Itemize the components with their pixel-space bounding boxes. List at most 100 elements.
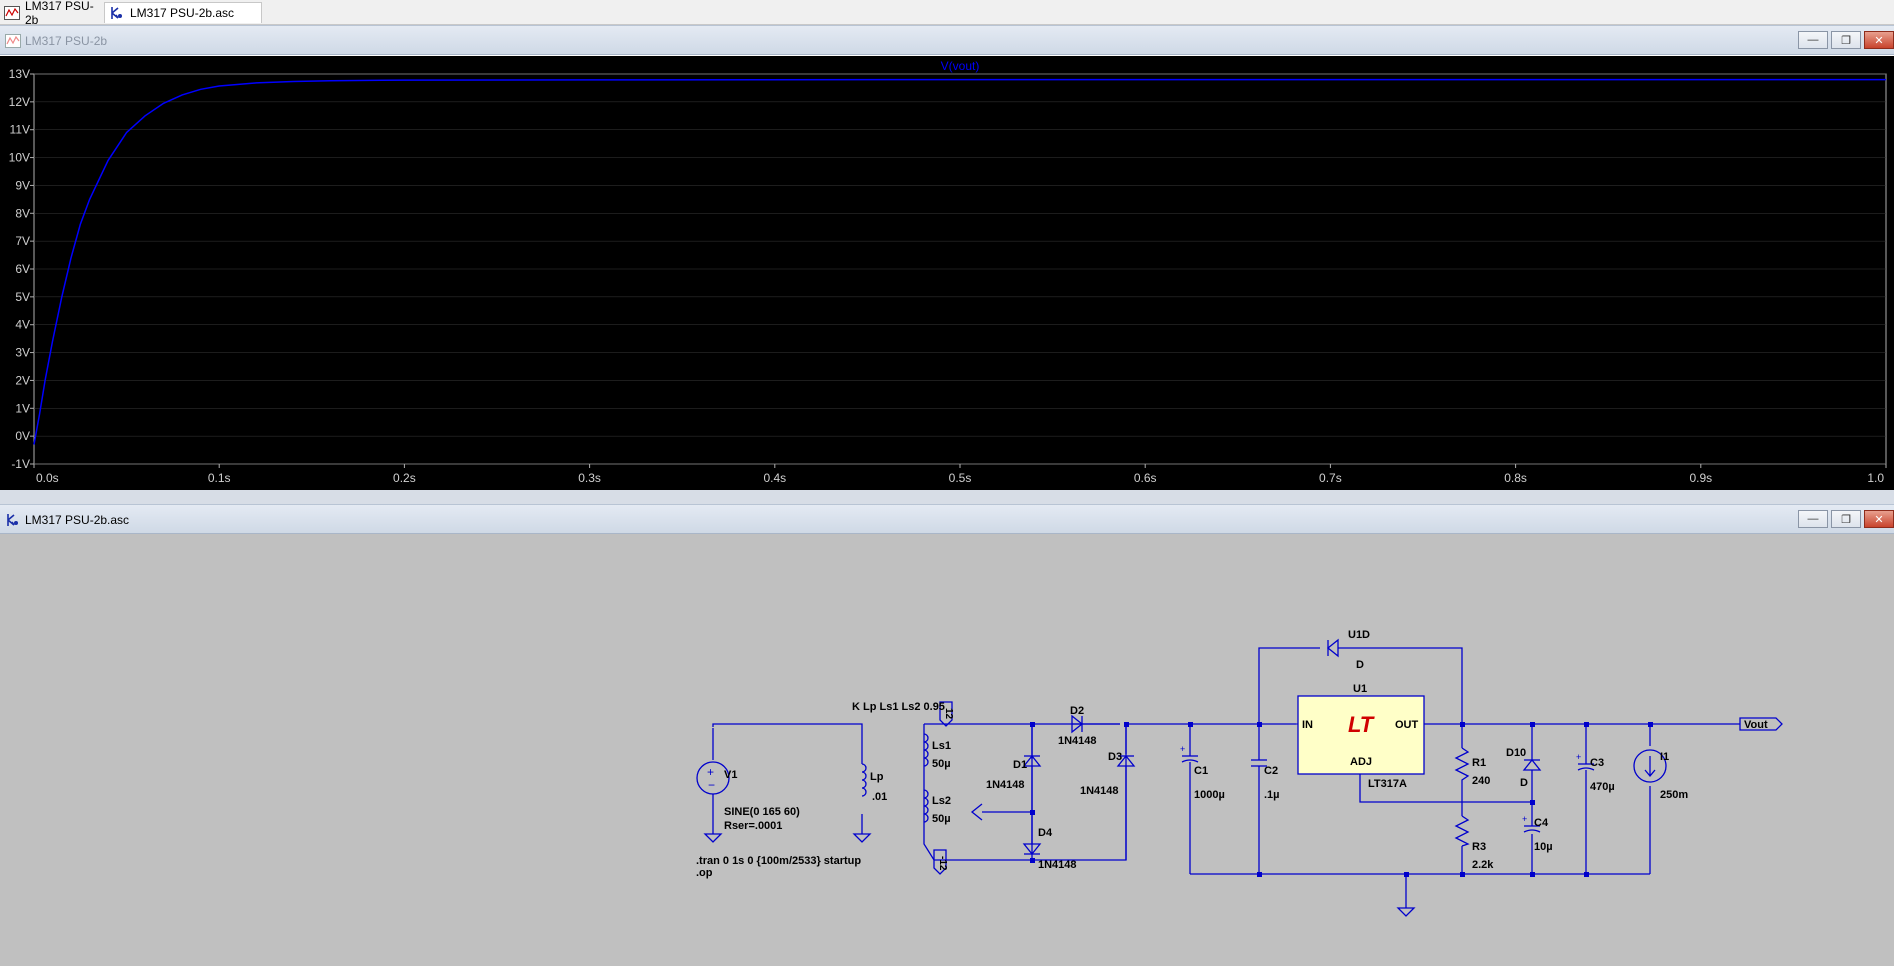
- voltage-source-v1[interactable]: + −: [696, 728, 730, 843]
- document-tab-bar: LM317 PSU-2b LM317 PSU-2b.asc: [0, 0, 1894, 27]
- diode-d4[interactable]: [1022, 812, 1042, 856]
- net-12-label-bottom[interactable]: -12: [937, 856, 948, 871]
- u1d-name[interactable]: U1D: [1348, 629, 1370, 641]
- y-tick-label: 4V: [15, 318, 30, 332]
- tab-waveform[interactable]: LM317 PSU-2b: [0, 0, 100, 27]
- u1-out-pin[interactable]: OUT: [1395, 719, 1419, 731]
- ls1-name[interactable]: Ls1: [932, 740, 951, 752]
- r3-name[interactable]: R3: [1472, 841, 1486, 853]
- inductor-ls1-ls2[interactable]: [923, 733, 929, 823]
- capacitor-c4[interactable]: +: [1522, 814, 1541, 833]
- u1-part[interactable]: LT317A: [1368, 778, 1407, 790]
- u1d-model[interactable]: D: [1356, 659, 1364, 671]
- y-tick-label: 8V: [15, 206, 30, 220]
- close-button[interactable]: ✕: [1864, 510, 1894, 528]
- d3-name[interactable]: D3: [1108, 751, 1122, 763]
- ls2-value[interactable]: 50µ: [932, 813, 951, 825]
- wires: [712, 647, 1740, 908]
- i1-name[interactable]: I1: [1660, 751, 1669, 763]
- diode-d2[interactable]: [1071, 714, 1084, 734]
- current-source-i1[interactable]: [1633, 749, 1667, 783]
- net-label-vout[interactable]: [1739, 717, 1783, 731]
- y-tick-label: 3V: [15, 346, 30, 360]
- minimize-button[interactable]: —: [1798, 31, 1828, 49]
- schematic-window-title: LM317 PSU-2b.asc: [25, 513, 130, 527]
- r1-name[interactable]: R1: [1472, 757, 1486, 769]
- r3-value[interactable]: 2.2k: [1472, 859, 1494, 871]
- trace-vout[interactable]: [33, 78, 1886, 445]
- resistor-r3[interactable]: [1454, 815, 1470, 847]
- vout-label[interactable]: Vout: [1744, 719, 1768, 731]
- d4-name[interactable]: D4: [1038, 827, 1053, 839]
- diode-d1[interactable]: [1022, 749, 1042, 812]
- ls1-value[interactable]: 50µ: [932, 758, 951, 770]
- d1-name[interactable]: D1: [1013, 759, 1027, 771]
- d10-model[interactable]: D: [1520, 777, 1528, 789]
- resistor-r1[interactable]: [1454, 747, 1470, 784]
- c4-value[interactable]: 10µ: [1534, 841, 1553, 853]
- schematic-canvas[interactable]: + −: [0, 534, 1894, 966]
- restore-button[interactable]: ❐: [1831, 510, 1861, 528]
- tab-label: LM317 PSU-2b.asc: [130, 6, 235, 20]
- d1-model[interactable]: 1N4148: [986, 779, 1025, 791]
- r1-value[interactable]: 240: [1472, 775, 1490, 787]
- k-directive[interactable]: K Lp Ls1 Ls2 0.95: [852, 701, 945, 713]
- d2-model[interactable]: 1N4148: [1058, 735, 1097, 747]
- c2-name[interactable]: C2: [1264, 765, 1278, 777]
- capacitor-c2[interactable]: [1251, 759, 1267, 780]
- diode-d3[interactable]: [1116, 754, 1136, 860]
- capacitor-c3[interactable]: +: [1576, 752, 1595, 774]
- u1-adj-pin[interactable]: ADJ: [1350, 756, 1372, 768]
- v1-name[interactable]: V1: [724, 769, 737, 781]
- waveform-chart[interactable]: V(vout) 13V12V11V10V9V8V7V6V5V4V3V2V1V0V…: [0, 56, 1894, 490]
- trace-label[interactable]: V(vout): [941, 59, 980, 73]
- tran-directive[interactable]: .tran 0 1s 0 {100m/2533} startup: [696, 855, 861, 867]
- lp-value[interactable]: .01: [872, 791, 887, 803]
- restore-button[interactable]: ❐: [1831, 31, 1861, 49]
- inductor-lp[interactable]: [852, 763, 872, 843]
- c1-value[interactable]: 1000µ: [1194, 789, 1225, 801]
- close-button[interactable]: ✕: [1864, 31, 1894, 49]
- pane-separator[interactable]: [0, 490, 1894, 504]
- diode-u1d[interactable]: [1326, 638, 1339, 658]
- u1-in-pin[interactable]: IN: [1302, 719, 1313, 731]
- capacitor-c1[interactable]: +: [1180, 744, 1199, 792]
- schematic-window-titlebar[interactable]: LM317 PSU-2b.asc — ❐ ✕: [0, 504, 1894, 534]
- v1-value[interactable]: SINE(0 165 60): [724, 806, 800, 818]
- diode-d10[interactable]: [1522, 758, 1542, 780]
- d4-model[interactable]: 1N4148: [1038, 859, 1077, 871]
- d2-name[interactable]: D2: [1070, 705, 1084, 717]
- u1-name[interactable]: U1: [1353, 683, 1367, 695]
- x-tick-label: 0.7s: [1319, 471, 1342, 485]
- y-tick-label: 9V: [15, 178, 30, 192]
- waveform-window-titlebar[interactable]: LM317 PSU-2b — ❐ ✕: [0, 25, 1894, 55]
- c3-name[interactable]: C3: [1590, 757, 1604, 769]
- minimize-button[interactable]: —: [1798, 510, 1828, 528]
- schematic-icon: [109, 5, 125, 21]
- y-tick-label: -1V: [11, 457, 30, 471]
- y-tick-label: 5V: [15, 290, 30, 304]
- v1-rser[interactable]: Rser=.0001: [724, 820, 782, 832]
- lp-name[interactable]: Lp: [870, 771, 884, 783]
- net-12-label[interactable]: 12: [943, 708, 954, 720]
- i1-value[interactable]: 250m: [1660, 789, 1688, 801]
- d3-model[interactable]: 1N4148: [1080, 785, 1119, 797]
- x-tick-label: 1.0: [1867, 471, 1884, 485]
- ground-symbol: [970, 803, 1416, 917]
- op-directive[interactable]: .op: [696, 867, 713, 879]
- schematic-icon: [5, 512, 21, 528]
- c3-value[interactable]: 470µ: [1590, 781, 1615, 793]
- regulator-u1[interactable]: LT: [1296, 695, 1425, 775]
- c1-name[interactable]: C1: [1194, 765, 1208, 777]
- c4-name[interactable]: C4: [1534, 817, 1549, 829]
- x-tick-label: 0.1s: [208, 471, 231, 485]
- c2-value[interactable]: .1µ: [1264, 789, 1280, 801]
- y-tick-label: 2V: [15, 373, 30, 387]
- net-flag-12[interactable]: [933, 701, 953, 875]
- d10-name[interactable]: D10: [1506, 747, 1526, 759]
- schematic-drawing[interactable]: + −: [0, 534, 1894, 966]
- tab-schematic[interactable]: LM317 PSU-2b.asc: [104, 2, 262, 23]
- ls2-name[interactable]: Ls2: [932, 795, 951, 807]
- x-tick-label: 0.5s: [949, 471, 972, 485]
